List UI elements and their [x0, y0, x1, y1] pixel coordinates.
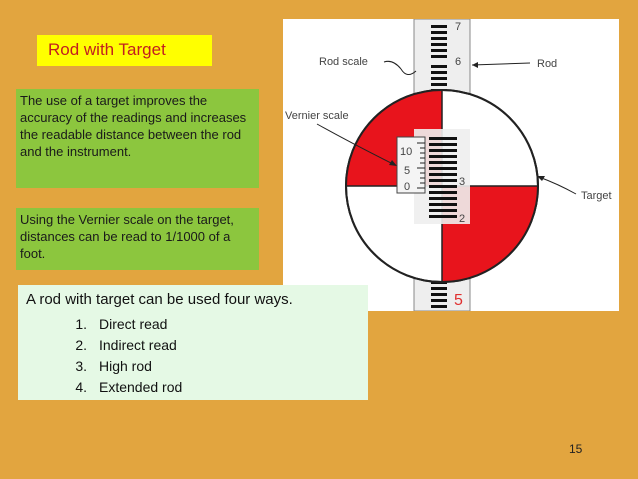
rod-number-2: 2 [459, 213, 465, 225]
vernier-scale-label: Vernier scale [285, 110, 349, 122]
target-accuracy-paragraph: The use of a target improves the accurac… [16, 89, 259, 188]
vernier-number-10: 10 [400, 146, 412, 158]
vernier-paragraph: Using the Vernier scale on the target, d… [16, 208, 259, 270]
list-number: 2. [75, 337, 87, 353]
list-text: Indirect read [99, 337, 177, 353]
page-number: 15 [569, 442, 583, 456]
rod-target-svg: 10 5 0 7 6 3 2 5 Rod scale Rod Vernier s… [285, 19, 612, 311]
slide-title: Rod with Target [37, 35, 212, 66]
list-item: 4. Extended rod [26, 377, 368, 398]
vernier-number-5: 5 [404, 165, 410, 177]
uses-list-box: A rod with target can be used four ways.… [18, 285, 368, 400]
list-item: 2. Indirect read [26, 335, 368, 356]
rod-scale-label: Rod scale [319, 56, 368, 68]
rod-target-diagram: 10 5 0 7 6 3 2 5 Rod scale Rod Vernier s… [283, 19, 619, 311]
vernier-scale [396, 136, 426, 194]
rod-number-3: 3 [459, 176, 465, 188]
list-number: 3. [75, 358, 87, 374]
rod-number-5: 5 [454, 292, 463, 309]
rod-label: Rod [537, 58, 557, 70]
list-number: 1. [75, 316, 87, 332]
list-item: 1. Direct read [26, 314, 368, 335]
list-text: Direct read [99, 316, 168, 332]
list-item: 3. High rod [26, 356, 368, 377]
vernier-number-0: 0 [404, 181, 410, 193]
uses-list-intro: A rod with target can be used four ways. [26, 291, 293, 308]
list-text: High rod [99, 358, 152, 374]
list-text: Extended rod [99, 379, 183, 395]
target-label: Target [581, 190, 612, 202]
rod-number-7: 7 [455, 21, 461, 33]
list-number: 4. [75, 379, 87, 395]
rod-number-6: 6 [455, 56, 461, 68]
